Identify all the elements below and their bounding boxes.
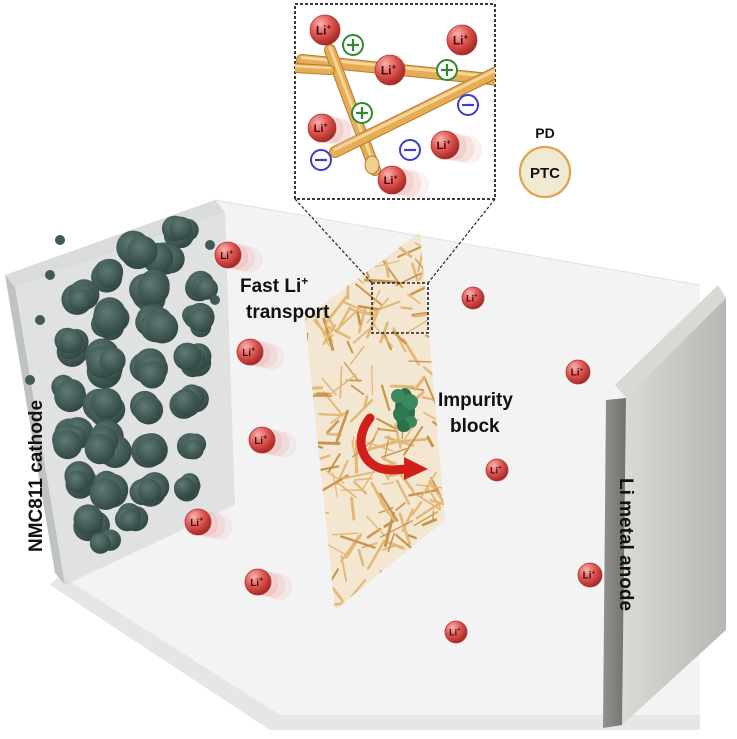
ion-charge: + <box>464 32 469 41</box>
impurity-line1: Impurity <box>438 390 513 411</box>
li-ion: Li+ <box>486 459 508 481</box>
li-ion-inset: Li+ <box>447 25 477 55</box>
ion-symbol: Li <box>583 571 592 582</box>
fast-transport-label: Fast Li+ <box>240 274 308 297</box>
ion-symbol: Li <box>384 175 394 187</box>
li-ion: Li+ <box>566 360 590 384</box>
ion-symbol: Li <box>453 34 464 48</box>
ptc-label: PTC <box>530 165 560 182</box>
ion-charge: + <box>393 174 397 181</box>
ion-charge: + <box>259 576 263 583</box>
cathode-particle-small <box>210 295 220 305</box>
ptc-badge: PTC PD <box>520 125 570 197</box>
impurity-line2: block <box>450 416 500 437</box>
separator-fiber <box>319 414 342 415</box>
fast-transport-sup: + <box>301 274 308 288</box>
circled-plus-icon <box>343 35 363 55</box>
ion-symbol: Li <box>242 348 251 359</box>
separator-fiber <box>401 307 411 308</box>
separator-fiber <box>391 386 413 387</box>
cathode-particle-small <box>35 315 45 325</box>
ion-charge: + <box>591 570 595 576</box>
cathode-particle-small <box>45 270 55 280</box>
ion-charge: + <box>229 249 233 256</box>
ion-symbol: Li <box>190 518 199 529</box>
ion-charge: + <box>327 22 332 31</box>
circled-minus-icon <box>311 150 331 170</box>
circled-minus-icon <box>458 95 478 115</box>
cathode-particle <box>177 433 206 459</box>
li-ion-inset: Li+ <box>375 55 405 85</box>
pd-label: PD <box>535 125 554 141</box>
circled-minus-icon <box>400 140 420 160</box>
li-ion: Li+ <box>445 621 467 643</box>
fast-transport-line2: transport <box>246 302 330 323</box>
ion-charge: + <box>457 627 461 633</box>
ion-symbol: Li <box>571 368 580 379</box>
inset-zoom-panel: Li+Li+Li+Li+Li+Li+ <box>295 4 505 199</box>
circled-plus-icon <box>437 60 457 80</box>
cathode-particle-small <box>205 240 215 250</box>
ion-symbol: Li <box>449 627 457 637</box>
li-ion-inset: Li+ <box>310 15 340 45</box>
ion-symbol: Li <box>490 465 498 475</box>
ion-charge: + <box>263 434 267 441</box>
ion-charge: + <box>446 139 450 146</box>
ion-symbol: Li <box>437 140 447 152</box>
anode-label: Li metal anode <box>615 478 636 611</box>
ion-symbol: Li <box>381 64 392 78</box>
ion-symbol: Li <box>316 24 327 38</box>
cathode-particle-small <box>55 235 65 245</box>
ion-symbol: Li <box>250 578 259 589</box>
ion-symbol: Li <box>314 123 324 135</box>
ion-charge: + <box>498 465 502 471</box>
circled-plus-icon <box>352 103 372 123</box>
nanofiber-end <box>365 156 379 174</box>
ion-charge: + <box>251 346 255 353</box>
ion-charge: + <box>323 122 327 129</box>
ion-charge: + <box>392 62 397 71</box>
fast-transport-line1: Fast Li <box>240 276 301 297</box>
ion-charge: + <box>579 367 583 373</box>
ion-charge: + <box>474 293 478 299</box>
nanofiber-rod <box>295 66 330 70</box>
ion-symbol: Li <box>220 251 229 262</box>
li-ion: Li+ <box>462 287 484 309</box>
li-ion: Li+ <box>578 563 602 587</box>
ion-symbol: Li <box>254 436 263 447</box>
ion-symbol: Li <box>466 293 474 303</box>
cathode-particle-small <box>25 375 35 385</box>
cathode-label: NMC811 cathode <box>26 400 47 552</box>
ion-charge: + <box>199 516 203 523</box>
